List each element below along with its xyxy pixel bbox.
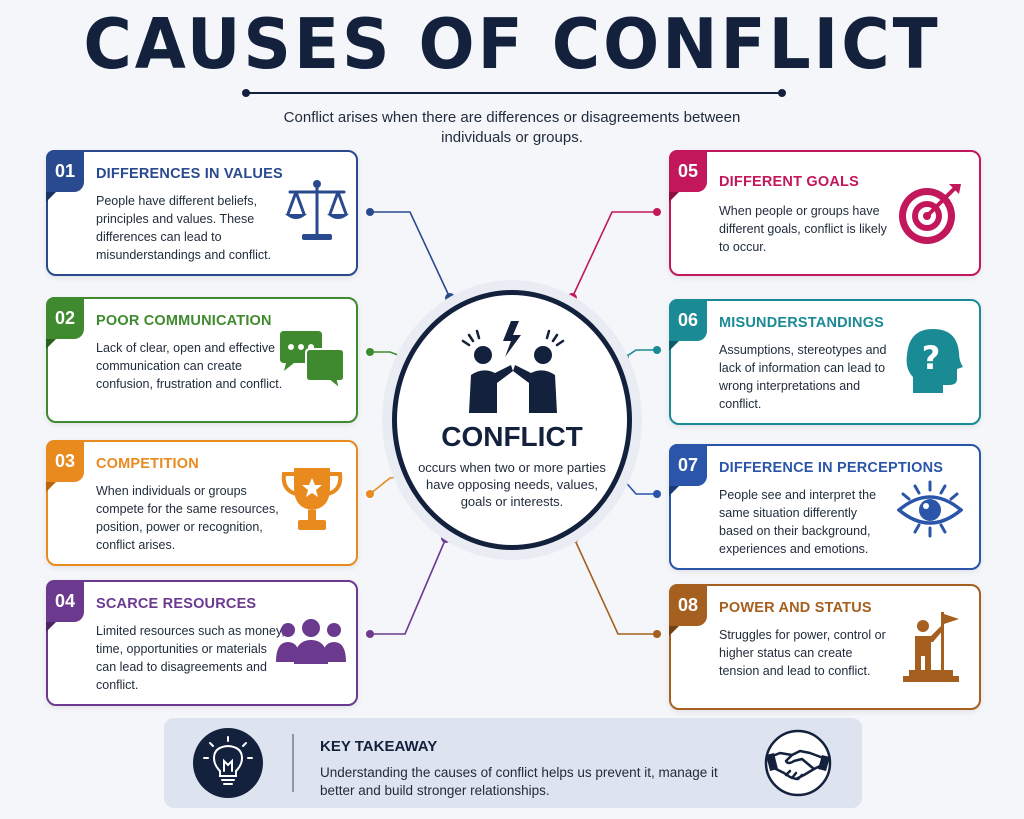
page-subtitle: Conflict arises when there are differenc… <box>283 109 741 146</box>
cause-card-communication: 02 POOR COMMUNICATION Lack of clear, ope… <box>46 297 358 423</box>
cause-card-resources: 04 SCARCE RESOURCES Limited resources su… <box>46 580 358 706</box>
cause-description: Lack of clear, open and effective commun… <box>96 341 283 391</box>
cause-description: Limited resources such as money, time, o… <box>96 624 285 692</box>
conflict-hub: CONFLICT occurs when two or more parties… <box>392 290 632 550</box>
takeaway-title: KEY TAKEAWAY <box>320 738 438 755</box>
lightbulb-icon <box>193 728 263 798</box>
cause-title: SCARCE RESOURCES <box>96 596 257 612</box>
group-icon <box>276 619 346 664</box>
handshake-icon <box>764 729 832 797</box>
cause-title: POOR COMMUNICATION <box>96 313 272 329</box>
cause-number: 02 <box>46 297 84 349</box>
target-icon <box>899 184 961 244</box>
key-takeaway-panel: KEY TAKEAWAY Understanding the causes of… <box>164 718 862 808</box>
cause-number: 08 <box>669 584 707 636</box>
cause-description: Assumptions, stereotypes and lack of inf… <box>719 343 887 411</box>
cause-card-values: 01 DIFFERENCES IN VALUES People have dif… <box>46 150 358 276</box>
cause-title: DIFFERENT GOALS <box>719 174 859 190</box>
head-question-icon: ? <box>906 329 963 393</box>
cause-title: DIFFERENCE IN PERCEPTIONS <box>719 460 944 476</box>
cause-number: 05 <box>669 150 707 202</box>
cause-number: 01 <box>46 150 84 202</box>
cause-title: MISUNDERSTANDINGS <box>719 315 885 331</box>
scales-icon <box>285 180 349 240</box>
cause-description: People have different beliefs, principle… <box>96 194 272 262</box>
cause-description: Struggles for power, control or higher s… <box>719 628 886 678</box>
cause-card-goals: 05 DIFFERENT GOALS When people or groups… <box>669 150 981 276</box>
eye-icon <box>897 480 963 538</box>
cause-card-competition: 03 COMPETITION When individuals or group… <box>46 440 358 566</box>
cause-title: DIFFERENCES IN VALUES <box>96 166 283 182</box>
cause-description: When people or groups have different goa… <box>719 204 887 254</box>
takeaway-text: Understanding the causes of conflict hel… <box>320 765 718 798</box>
cause-number: 04 <box>46 580 84 632</box>
cause-title: COMPETITION <box>96 456 199 472</box>
speech-bubbles-icon <box>280 331 345 392</box>
cause-title: POWER AND STATUS <box>719 600 872 616</box>
hub-title: CONFLICT <box>441 421 583 452</box>
cause-number: 06 <box>669 299 707 351</box>
two-people-conflict-icon <box>461 321 565 413</box>
flag-podium-icon <box>903 612 959 682</box>
page-title: CAUSES OF CONFLICT <box>83 4 941 85</box>
cause-card-misunderstandings: 06 MISUNDERSTANDINGS Assumptions, stereo… <box>669 299 981 425</box>
svg-text:?: ? <box>922 339 941 377</box>
cause-card-perceptions: 07 DIFFERENCE IN PERCEPTIONS People see … <box>669 444 981 570</box>
trophy-icon <box>281 468 343 530</box>
cause-description: People see and interpret the same situat… <box>719 488 877 556</box>
cause-number: 07 <box>669 444 707 496</box>
hub-description: occurs when two or more parties have opp… <box>418 460 606 509</box>
cause-description: When individuals or groups compete for t… <box>96 484 279 552</box>
cause-card-power: 08 POWER AND STATUS Struggles for power,… <box>669 584 981 710</box>
title-divider <box>242 89 786 97</box>
cause-number: 03 <box>46 440 84 492</box>
takeaway-divider <box>292 734 294 792</box>
